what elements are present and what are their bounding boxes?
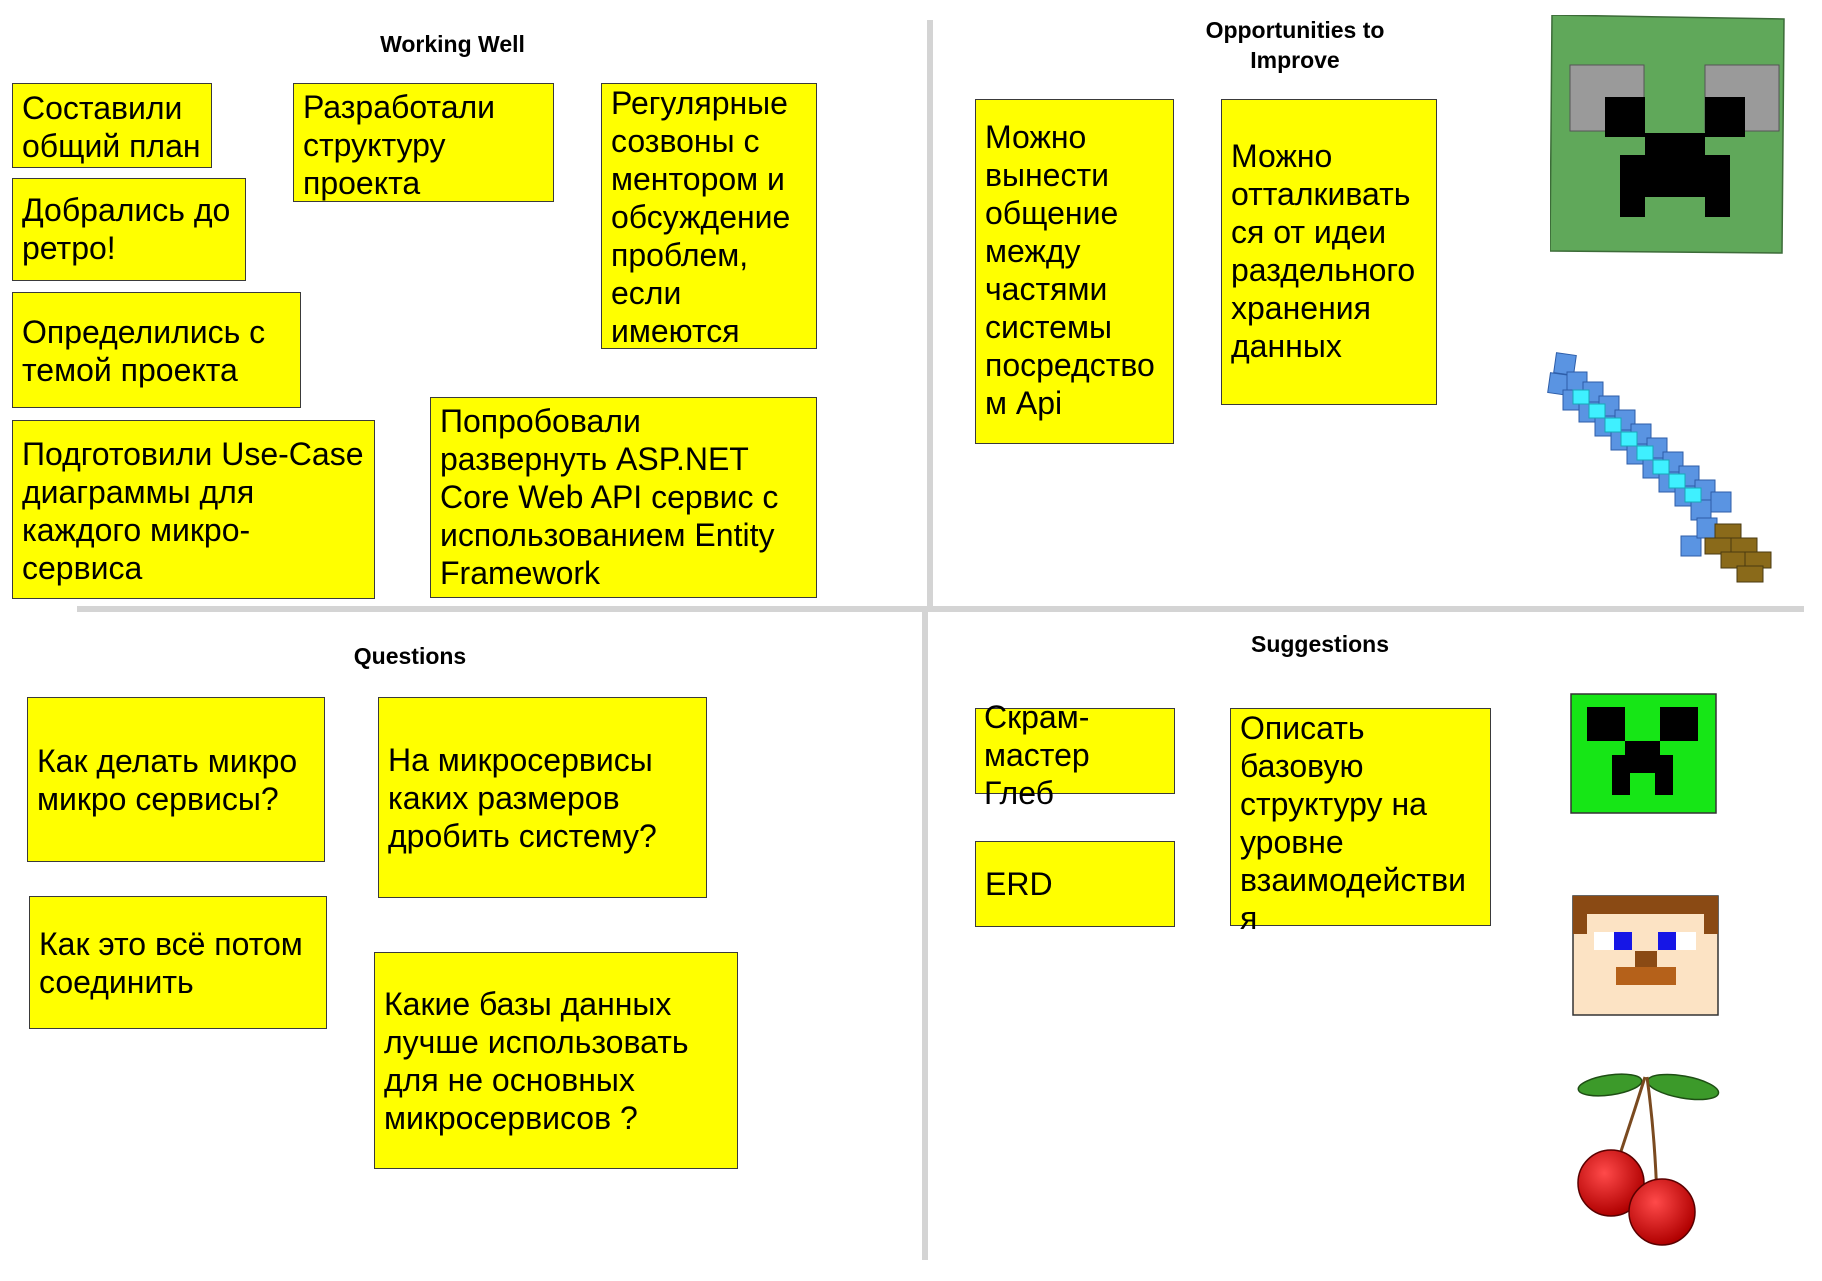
vertical-divider-bottom xyxy=(922,612,928,1260)
sticky-note[interactable]: Определились с темой проекта xyxy=(12,292,301,408)
sticky-note[interactable]: Попробовали развернуть ASP.NET Core Web … xyxy=(430,397,817,598)
sticky-note[interactable]: Составили общий план xyxy=(12,83,212,168)
sticky-note[interactable]: Как делать микро микро сервисы? xyxy=(27,697,325,862)
creeper-face-icon xyxy=(1550,15,1786,255)
diamond-sword-icon xyxy=(1545,352,1785,592)
working-well-title: Working Well xyxy=(380,31,525,57)
cherries-icon xyxy=(1575,1065,1735,1250)
sticky-note[interactable]: Подготовили Use-Case диаграммы для каждо… xyxy=(12,420,375,599)
opportunities-title: Opportunities to Improve xyxy=(1205,17,1385,73)
vertical-divider-top xyxy=(927,20,933,608)
steve-head-icon xyxy=(1572,895,1720,1017)
sticky-note[interactable]: ERD xyxy=(975,841,1175,927)
questions-title: Questions xyxy=(353,643,467,669)
sticky-note[interactable]: Описать базовую структуру на уровне взаи… xyxy=(1230,708,1491,936)
suggestions-title: Suggestions xyxy=(1250,631,1389,657)
horizontal-divider xyxy=(77,606,1804,612)
sticky-note[interactable]: Можно отталкивать ся от идеи раздельного… xyxy=(1221,99,1437,405)
sticky-note[interactable]: Скрам- мастер Глеб xyxy=(984,699,1090,811)
sticky-note[interactable]: Разработали структуру проекта xyxy=(293,83,554,202)
sticky-note-background xyxy=(975,708,1175,794)
sticky-note[interactable]: Можно вынести общение между частями сист… xyxy=(975,99,1174,444)
sticky-note[interactable]: Как это всё потом соединить xyxy=(29,896,327,1029)
creeper-head-icon xyxy=(1570,693,1718,815)
sticky-note[interactable]: На микросервисы каких размеров дробить с… xyxy=(378,697,707,898)
sticky-note[interactable]: Добрались до ретро! xyxy=(12,178,246,281)
sticky-note[interactable]: Регулярные созвоны с ментором и обсужден… xyxy=(601,83,817,349)
sticky-note[interactable]: Какие базы данных лучше использовать для… xyxy=(374,952,738,1169)
